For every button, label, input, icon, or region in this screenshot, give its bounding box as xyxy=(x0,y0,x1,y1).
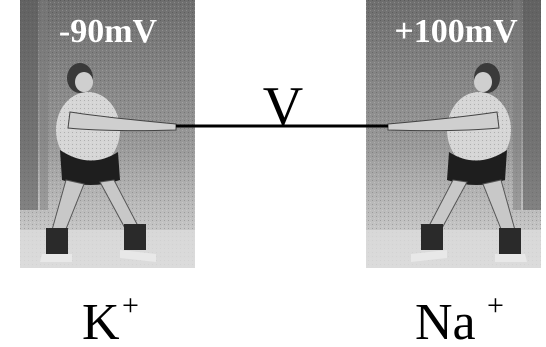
left-strongman-icon xyxy=(40,63,177,262)
right-ion-symbol: Na xyxy=(415,294,476,347)
right-strongman-icon xyxy=(387,63,527,262)
left-voltage-label: -90mV xyxy=(59,13,158,50)
left-panel: -90mV xyxy=(20,0,195,268)
left-ion-symbol: K xyxy=(82,294,120,347)
right-panel: +100mV xyxy=(366,0,541,268)
left-ion-label: K + xyxy=(82,289,139,347)
center-voltage-label: V xyxy=(263,76,303,138)
right-voltage-label: +100mV xyxy=(394,13,518,50)
right-ion-charge: + xyxy=(487,289,504,322)
left-ion-charge: + xyxy=(122,289,139,322)
right-ion-label: Na + xyxy=(415,289,504,347)
